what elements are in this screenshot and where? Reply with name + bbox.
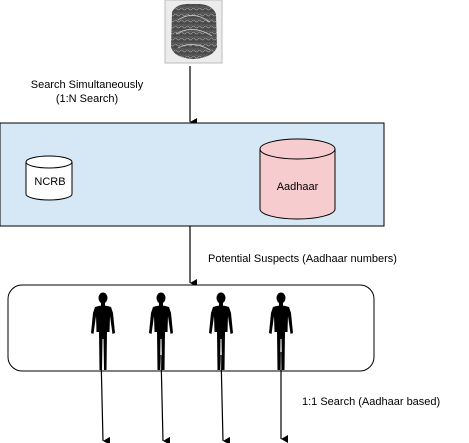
arrow-one-to-one-3 bbox=[220, 354, 231, 443]
search-simultaneously-label: Search Simultaneously (1:N Search) bbox=[22, 78, 152, 106]
ncrb-database-icon bbox=[25, 155, 73, 201]
arrow-one-to-one-1 bbox=[100, 354, 111, 443]
fingerprint-icon bbox=[164, 0, 223, 64]
aadhaar-label: Aadhaar bbox=[276, 181, 319, 193]
potential-suspects-label: Potential Suspects (Aadhaar numbers) bbox=[208, 253, 397, 265]
suspects-box bbox=[7, 284, 375, 372]
search-label-line2: (1:N Search) bbox=[55, 93, 119, 105]
arrow-one-to-one-2 bbox=[160, 354, 171, 443]
search-label-line1: Search Simultaneously bbox=[30, 79, 144, 91]
aadhaar-database-icon bbox=[259, 138, 336, 220]
one-to-one-search-label: 1:1 Search (Aadhaar based) bbox=[302, 396, 441, 408]
ncrb-label: NCRB bbox=[34, 176, 66, 188]
